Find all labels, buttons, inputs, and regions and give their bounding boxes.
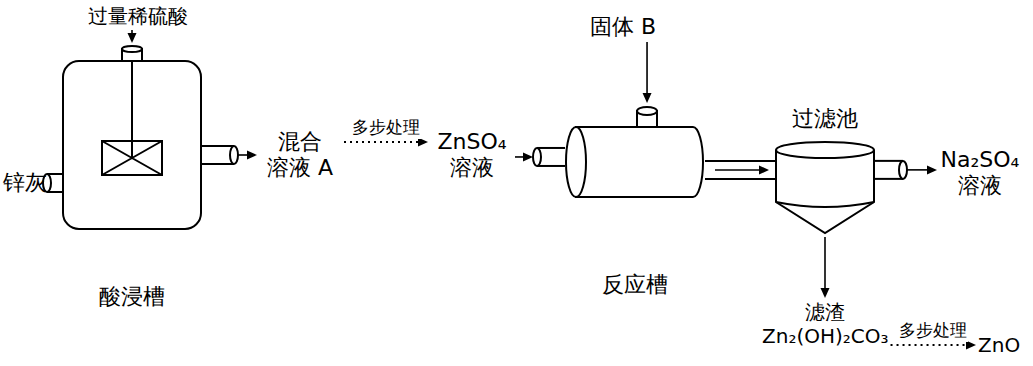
filter-body xyxy=(776,150,874,233)
filter-drawing xyxy=(775,140,875,235)
tank-lid-top xyxy=(122,46,142,52)
node-text: 锌灰 xyxy=(3,170,47,196)
equipment-name: 过滤池 xyxy=(792,104,858,134)
pipe-wall xyxy=(705,178,775,180)
arrow-head xyxy=(759,166,769,175)
product-label: Na₂SO₄ 溶液 xyxy=(938,147,1022,199)
node-text: ZnSO₄ 溶液 xyxy=(430,129,514,181)
node-text: 滤渣 xyxy=(762,300,889,324)
edge-label: 多步处理 xyxy=(898,319,968,342)
pipe-connector xyxy=(515,148,565,166)
pipe-end xyxy=(230,146,238,164)
filter-tank: 过滤池 xyxy=(775,140,875,235)
connector-line xyxy=(824,237,826,290)
pipe-fill xyxy=(705,161,775,179)
arrow-head xyxy=(821,288,830,298)
reagent-label: 固体 B xyxy=(590,14,656,40)
arrow-head xyxy=(927,165,937,174)
reactor: 反应槽 xyxy=(565,105,705,200)
connector-line xyxy=(715,169,761,171)
node-text: 混合 溶液 A xyxy=(258,129,342,181)
arrow-head xyxy=(247,151,257,160)
pipe-wall xyxy=(202,145,234,147)
node-text: ZnO xyxy=(978,333,1020,357)
reactor-body xyxy=(576,127,703,197)
node-text: 固体 B xyxy=(590,14,656,40)
arrow-head xyxy=(643,93,652,103)
flow-arrow xyxy=(643,42,652,103)
stirrer-frame xyxy=(102,141,162,175)
node-text: 过量稀硫酸 xyxy=(88,4,188,28)
flow-arrow xyxy=(128,30,137,43)
acid-tank-drawing xyxy=(62,45,202,230)
arrow-head xyxy=(128,33,137,43)
connector-line xyxy=(646,42,648,95)
pipe-end xyxy=(899,161,907,179)
arrow-head xyxy=(523,152,533,161)
reactor-drawing xyxy=(565,105,705,200)
tank-body xyxy=(63,61,201,229)
connector-line xyxy=(891,344,968,346)
reagent-label: 过量稀硫酸 xyxy=(88,4,188,28)
pipe-wall xyxy=(537,165,565,167)
pipe-wall xyxy=(202,163,234,165)
pipe-wall xyxy=(705,160,775,162)
flow-arrow xyxy=(821,237,830,298)
residue-label: 滤渣Zn₂(OH)₂CO₃ xyxy=(762,300,889,348)
reactor-nozzle-top xyxy=(637,107,657,115)
connector-line xyxy=(344,141,420,143)
material-label: 混合 溶液 A xyxy=(258,129,342,181)
product-label: ZnO xyxy=(978,333,1020,357)
pipe-connector xyxy=(875,161,937,179)
stirrer-shaft xyxy=(131,61,133,158)
feed-label: 锌灰 xyxy=(3,170,47,196)
acid-tank: 酸浸槽 xyxy=(62,45,202,230)
material-label: ZnSO₄ 溶液 xyxy=(430,129,514,181)
pipe-connector xyxy=(705,161,775,179)
stirrer-blade xyxy=(102,141,162,175)
equipment-name: 反应槽 xyxy=(602,270,668,300)
filter-rim xyxy=(776,202,874,207)
node-text: Na₂SO₄ 溶液 xyxy=(938,147,1022,199)
pipe-connector xyxy=(202,146,257,164)
pipe-wall xyxy=(875,178,903,180)
edge-label: 多步处理 xyxy=(351,116,421,139)
pipe-end xyxy=(533,148,541,166)
equipment-name: 酸浸槽 xyxy=(99,282,165,312)
node-text: Zn₂(OH)₂CO₃ xyxy=(762,324,889,348)
connector-line xyxy=(907,169,929,171)
filter-top xyxy=(776,142,874,158)
reactor-end xyxy=(566,127,586,197)
pipe-wall xyxy=(875,160,903,162)
pipe-wall xyxy=(537,147,565,149)
